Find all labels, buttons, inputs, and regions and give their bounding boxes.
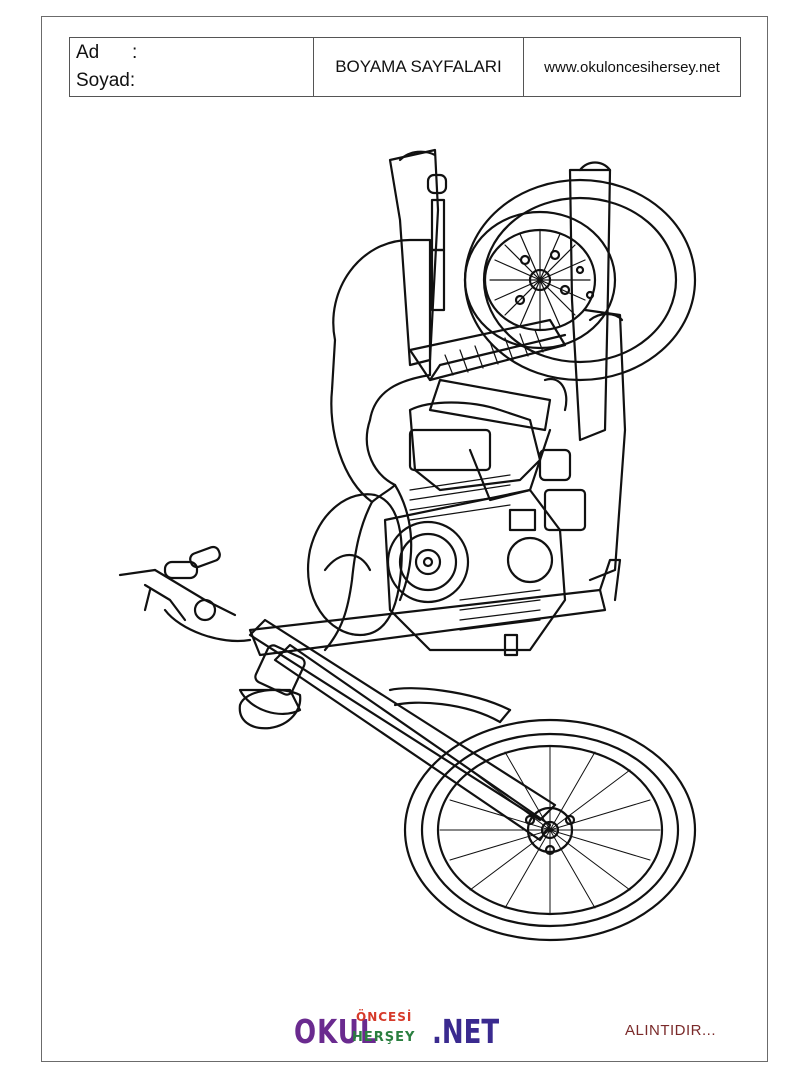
page-title: BOYAMA SAYFALARI (314, 38, 524, 96)
credit-text: ALINTIDIR... (625, 1022, 717, 1039)
logo-okul-text: OKUL (294, 1014, 378, 1052)
site-logo: OKUL ÖNCESİ HERŞEY .NET (290, 1008, 499, 1054)
name-cell: Ad : Soyad: (70, 38, 314, 96)
name-row: Ad : (76, 39, 137, 67)
seat (323, 238, 432, 652)
logo-hersey-text: HERŞEY (352, 1030, 416, 1045)
name-colon: : (132, 42, 138, 63)
logo-oncesi-text: ÖNCESİ (356, 1010, 413, 1024)
page-frame (41, 16, 768, 1062)
front-wheel (403, 718, 697, 942)
handlebars (118, 545, 252, 643)
motorcycle-drawing (118, 148, 697, 942)
headlight (238, 688, 302, 730)
engine (383, 401, 587, 652)
fuel-tank (307, 493, 403, 637)
lower-frame (248, 558, 622, 657)
website-link[interactable]: www.okuloncesihersey.net (544, 58, 720, 76)
name-label: Ad (76, 42, 100, 63)
surname-label: Soyad: (76, 70, 136, 91)
front-fender (388, 687, 512, 724)
front-fork (238, 618, 557, 842)
surname-row: Soyad: (76, 67, 135, 95)
worksheet-header: Ad : Soyad: BOYAMA SAYFALARI www.okulonc… (69, 37, 741, 97)
logo-net-text: .NET (432, 1014, 500, 1052)
exhaust-pipes (388, 148, 627, 582)
rear-wheel (463, 178, 697, 382)
